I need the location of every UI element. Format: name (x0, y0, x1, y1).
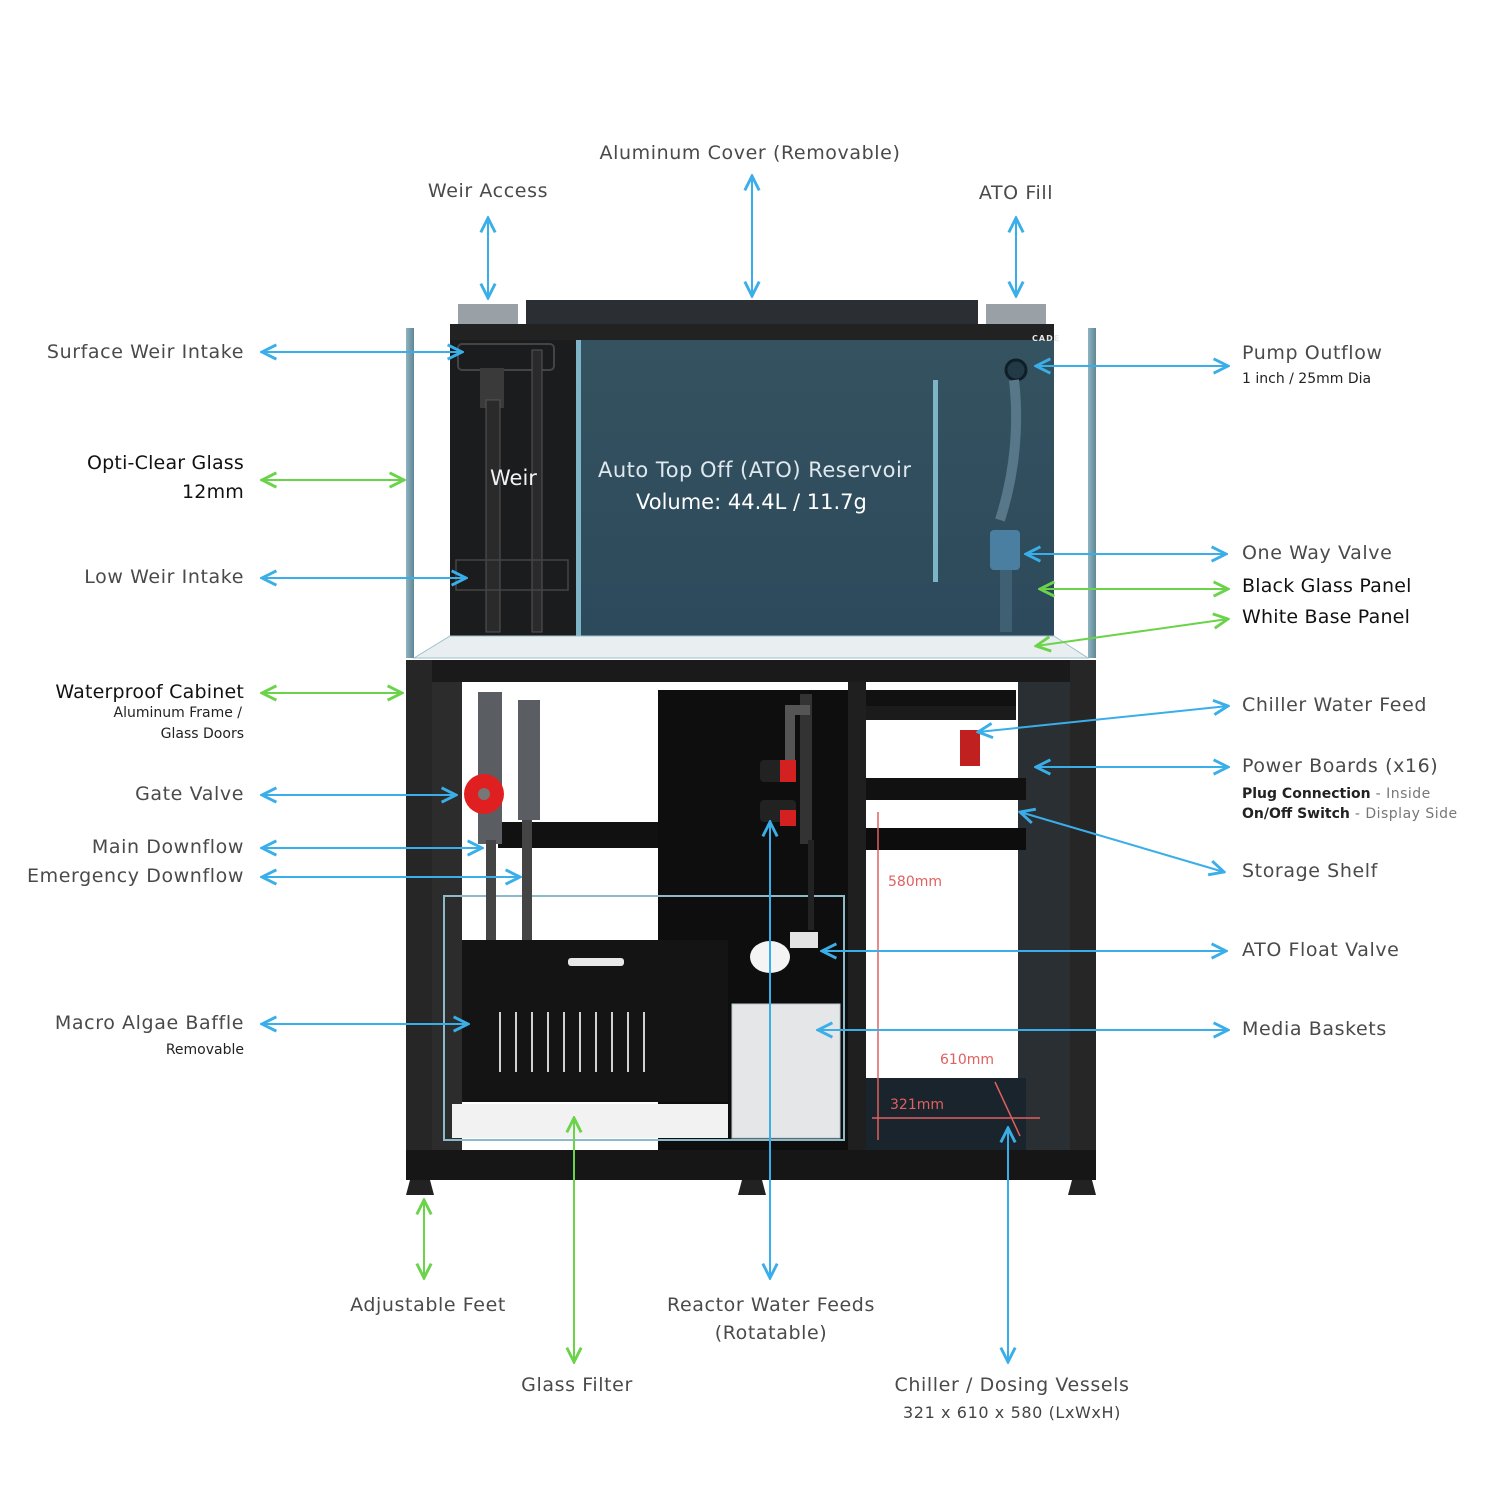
reservoir-title: Auto Top Off (ATO) Reservoir (598, 458, 912, 482)
label-one-way-valve: One Way Valve (1242, 542, 1393, 564)
label-adjustable-feet: Adjustable Feet (350, 1294, 506, 1316)
plug-connection-bold: Plug Connection (1242, 786, 1371, 802)
plug-connection-rest: - Inside (1370, 786, 1431, 802)
dimension-length: 321mm (890, 1097, 944, 1113)
label-chiller-dosing-vessels-sub: 321 x 610 x 580 (LxWxH) (903, 1403, 1121, 1422)
arrow-white-base-panel (1036, 619, 1228, 646)
label-waterproof-cabinet-sub1: Aluminum Frame / (113, 705, 243, 721)
label-storage-shelf: Storage Shelf (1242, 860, 1378, 882)
label-main-downflow: Main Downflow (91, 836, 244, 858)
glass-pane-left (406, 328, 414, 658)
label-reactor-water-feeds: Reactor Water Feeds (667, 1294, 875, 1316)
label-waterproof-cabinet-sub2: Glass Doors (160, 726, 244, 742)
label-ato-float-valve: ATO Float Valve (1242, 939, 1400, 961)
cabinet (406, 660, 1096, 1195)
label-glass-filter: Glass Filter (521, 1374, 633, 1396)
label-ato-fill: ATO Fill (978, 182, 1054, 204)
label-onoff-switch: On/Off Switch - Display Side (1242, 806, 1458, 824)
label-weir-access: Weir Access (427, 180, 549, 202)
label-power-boards: Power Boards (x16) (1242, 755, 1439, 777)
label-macro-algae-baffle: Macro Algae Baffle (54, 1012, 244, 1034)
dimension-height: 580mm (888, 874, 942, 890)
onoff-switch-bold: On/Off Switch (1242, 806, 1350, 822)
label-white-base-panel: White Base Panel (1242, 606, 1411, 628)
label-aluminum-cover: Aluminum Cover (Removable) (599, 142, 901, 164)
label-reactor-water-feeds-sub: (Rotatable) (714, 1322, 828, 1344)
display-tank (450, 340, 1054, 636)
white-base-panel (412, 635, 1090, 659)
label-macro-algae-baffle-sub: Removable (165, 1042, 244, 1058)
label-plug-connection: Plug Connection - Inside (1242, 786, 1431, 804)
label-gate-valve: Gate Valve (135, 783, 244, 805)
label-black-glass-panel: Black Glass Panel (1242, 575, 1412, 597)
label-chiller-water-feed: Chiller Water Feed (1242, 694, 1428, 716)
weir-label: Weir (490, 466, 537, 490)
onoff-switch-rest: - Display Side (1349, 806, 1458, 822)
reservoir-volume: Volume: 44.4L / 11.7g (636, 490, 867, 514)
label-opti-clear-glass: Opti-Clear Glass (87, 452, 244, 474)
label-media-baskets: Media Baskets (1242, 1018, 1387, 1040)
aluminum-cover (450, 300, 1054, 340)
label-waterproof-cabinet: Waterproof Cabinet (55, 681, 244, 703)
label-pump-outflow-sub: 1 inch / 25mm Dia (1242, 371, 1372, 387)
label-emergency-downflow: Emergency Downflow (27, 865, 244, 887)
label-opti-clear-glass-sub: 12mm (182, 481, 244, 503)
label-pump-outflow: Pump Outflow (1242, 342, 1383, 364)
brand-logo: CADE (1032, 334, 1061, 343)
arrow-storage-shelf (1020, 812, 1224, 872)
dimension-width: 610mm (940, 1052, 994, 1068)
label-low-weir-intake: Low Weir Intake (84, 566, 244, 588)
glass-pane-right (1088, 328, 1096, 658)
arrow-chiller-water-feed (978, 706, 1228, 732)
label-surface-weir-intake: Surface Weir Intake (46, 341, 244, 363)
label-chiller-dosing-vessels: Chiller / Dosing Vessels (894, 1374, 1130, 1396)
